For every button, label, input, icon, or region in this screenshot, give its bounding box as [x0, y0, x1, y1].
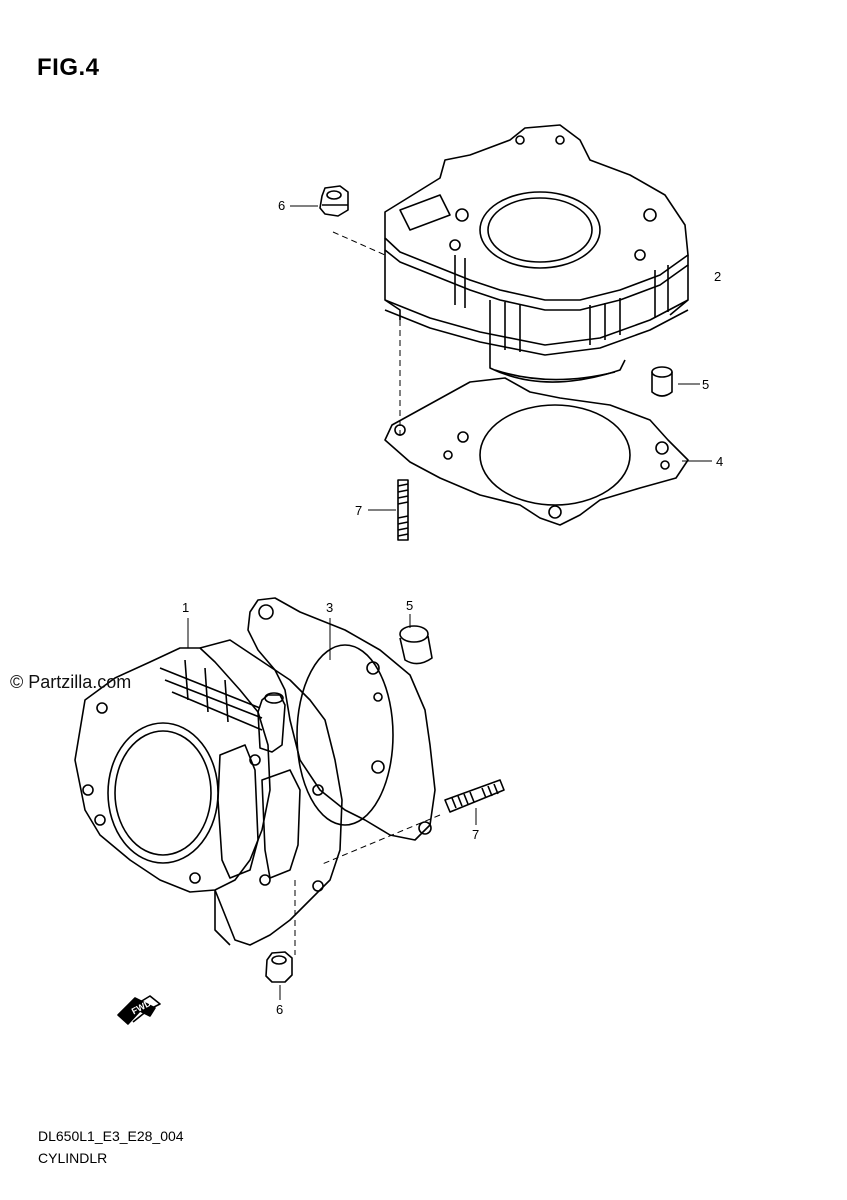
figure-title: FIG.4: [37, 54, 100, 81]
callout-top-gasket: 4: [716, 454, 724, 469]
callout-bottom-nut: 6: [276, 1002, 284, 1017]
callout-top-nut: 6: [278, 198, 286, 213]
callout-top-dowel: 5: [702, 377, 710, 392]
bottom-cylinder: [74, 639, 343, 946]
fwd-arrow-icon: [117, 995, 161, 1025]
callout-bottom-stud: 7: [472, 827, 480, 842]
callout-top-cylinder: 2: [714, 269, 722, 284]
top-gasket: [384, 377, 689, 526]
bottom-nut: [265, 951, 293, 983]
figure-code: DL650L1_E3_E28_004: [38, 1128, 184, 1144]
bottom-dowel: [399, 625, 433, 665]
watermark: © Partzilla.com: [10, 672, 132, 692]
top-stud: [397, 479, 409, 541]
top-nut: [319, 185, 349, 217]
callout-bottom-cylinder: 1: [182, 600, 190, 615]
bottom-stud: [444, 779, 505, 813]
top-cylinder: [384, 124, 689, 383]
callout-top-stud: 7: [355, 503, 363, 518]
callout-bottom-gasket: 3: [326, 600, 334, 615]
callout-bottom-dowel: 5: [406, 598, 414, 613]
figure-caption: CYLINDLR: [38, 1150, 108, 1166]
top-dowel: [651, 366, 673, 397]
